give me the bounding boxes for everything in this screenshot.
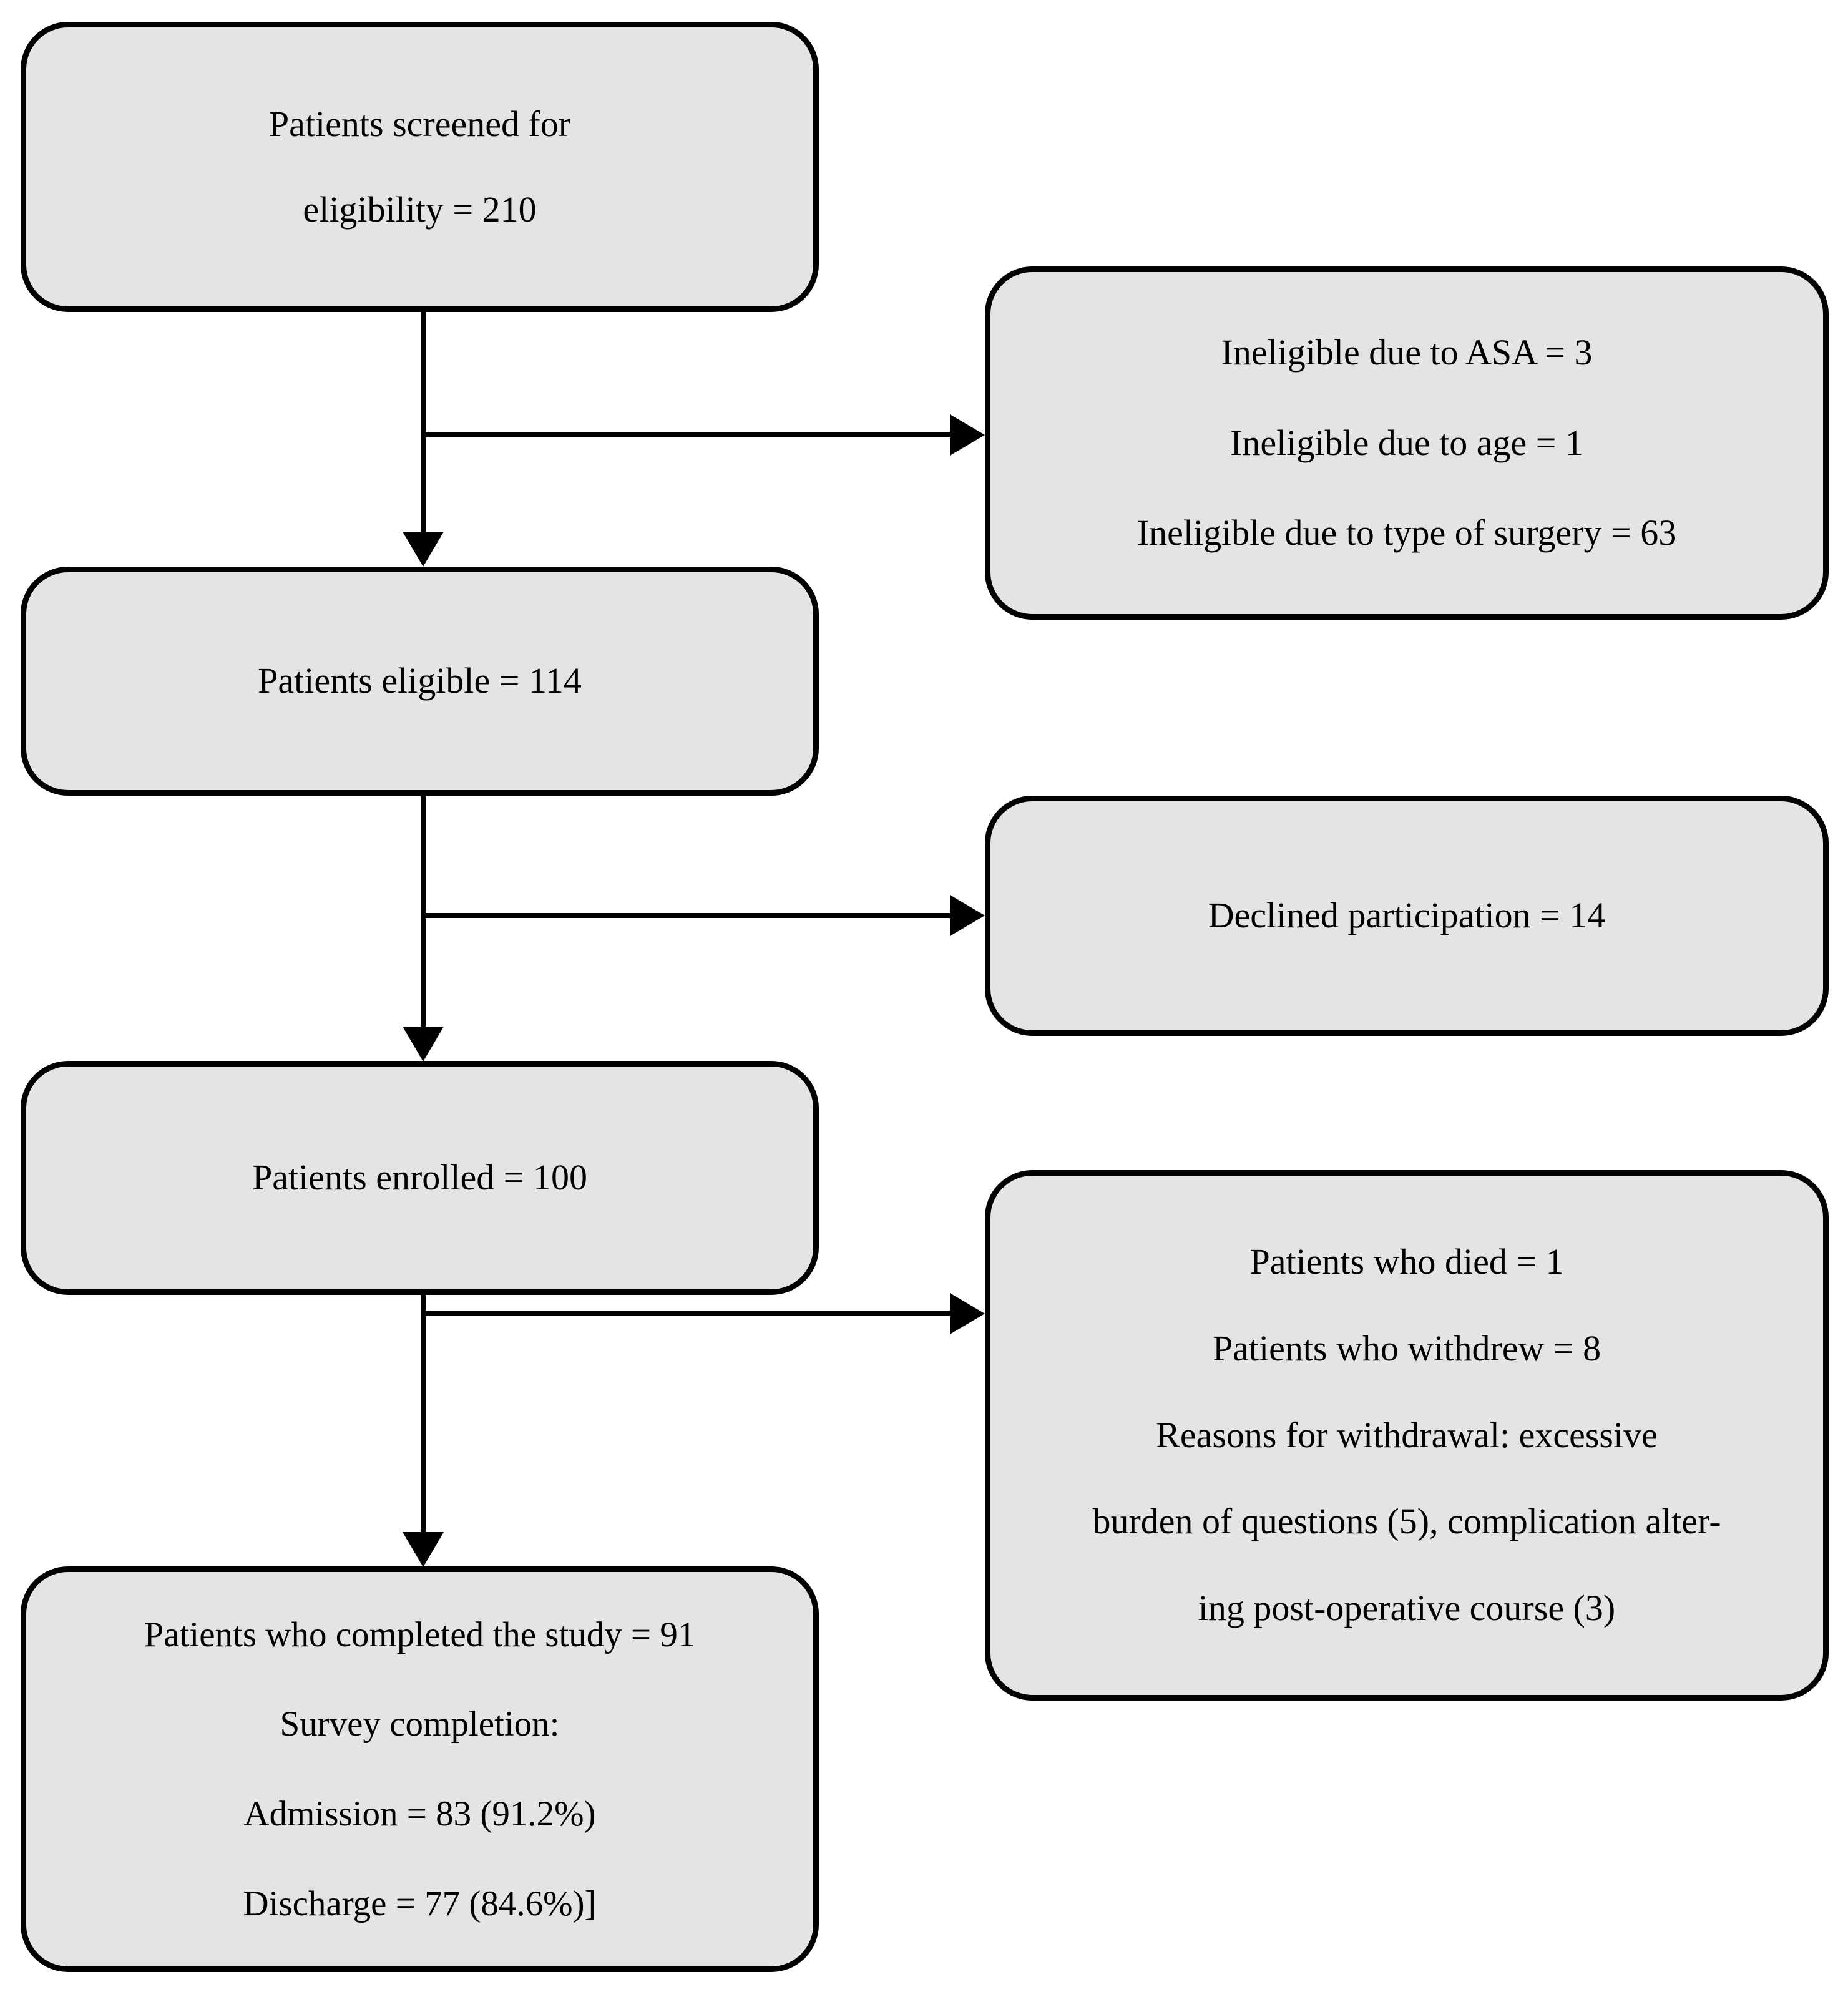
node-patients-completed-line-1: Patients who completed the study = 91 xyxy=(144,1614,696,1654)
connector-enrolled-to-withdrew-line xyxy=(421,1311,950,1316)
node-patients-screened: Patients screened for eligibility = 210 xyxy=(21,22,819,312)
node-patients-screened-line-1: Patients screened for xyxy=(268,103,571,144)
connector-eligible-to-enrolled-line xyxy=(421,796,426,1027)
node-withdrawals-line-4: burden of questions (5), complication al… xyxy=(1092,1501,1721,1542)
node-patients-eligible: Patients eligible = 114 xyxy=(21,567,819,796)
arrow-right-icon-enrolled-to-withdrew xyxy=(950,1293,985,1334)
node-patients-completed-line-4: Discharge = 77 (84.6%)] xyxy=(243,1883,597,1923)
node-declined-participation-line-1: Declined participation = 14 xyxy=(1208,895,1606,936)
connector-screened-to-eligible-line xyxy=(421,312,426,532)
node-patients-screened-line-2: eligibility = 210 xyxy=(303,188,537,230)
arrow-down-icon-enrolled-to-completed xyxy=(403,1532,444,1567)
arrow-down-icon-screened-to-eligible xyxy=(403,532,444,567)
node-patients-enrolled: Patients enrolled = 100 xyxy=(21,1061,819,1295)
node-declined-participation: Declined participation = 14 xyxy=(985,796,1829,1036)
connector-screened-to-ineligible-line xyxy=(421,432,950,437)
node-withdrawals-line-2: Patients who withdrew = 8 xyxy=(1212,1327,1601,1369)
node-withdrawals-line-3: Reasons for withdrawal: excessive xyxy=(1156,1414,1658,1455)
node-patients-eligible-line-1: Patients eligible = 114 xyxy=(258,660,582,701)
node-withdrawals-line-1: Patients who died = 1 xyxy=(1249,1241,1564,1282)
arrow-right-icon-eligible-to-declined xyxy=(950,895,985,936)
node-ineligible-reasons-line-2: Ineligible due to age = 1 xyxy=(1230,422,1583,463)
node-withdrawals-line-5: ing post-operative course (3) xyxy=(1198,1588,1616,1629)
node-patients-completed-line-2: Survey completion: xyxy=(280,1704,560,1744)
node-patients-completed-line-3: Admission = 83 (91.2%) xyxy=(243,1794,596,1833)
arrow-right-icon-screened-to-ineligible xyxy=(950,414,985,456)
node-patients-enrolled-line-1: Patients enrolled = 100 xyxy=(252,1157,587,1198)
node-ineligible-reasons-line-1: Ineligible due to ASA = 3 xyxy=(1221,331,1593,373)
node-ineligible-reasons-line-3: Ineligible due to type of surgery = 63 xyxy=(1137,512,1677,554)
connector-eligible-to-declined-line xyxy=(421,913,950,918)
connector-enrolled-to-completed-line xyxy=(421,1295,426,1532)
arrow-down-icon-eligible-to-enrolled xyxy=(403,1027,444,1062)
node-ineligible-reasons: Ineligible due to ASA = 3 Ineligible due… xyxy=(985,266,1829,620)
node-withdrawals: Patients who died = 1 Patients who withd… xyxy=(985,1170,1829,1701)
node-patients-completed: Patients who completed the study = 91 Su… xyxy=(21,1566,819,1972)
